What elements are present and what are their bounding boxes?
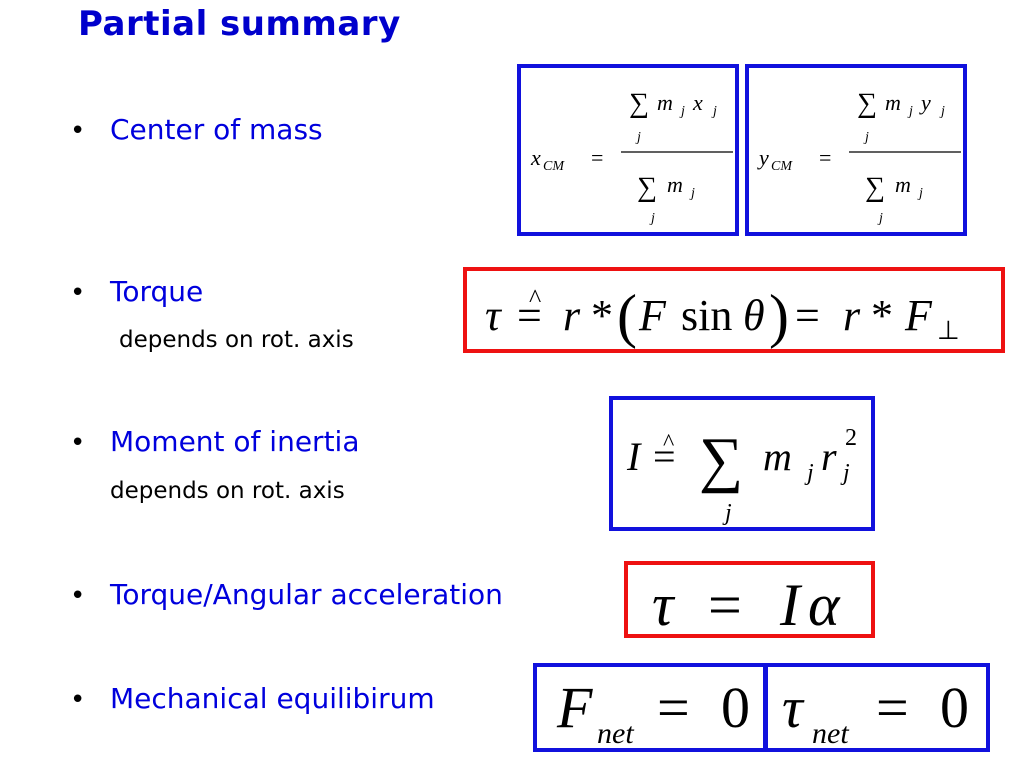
bullet-dot: •	[70, 685, 86, 715]
sub-j: j	[840, 460, 850, 486]
bullet-dot: •	[70, 116, 86, 146]
formula-inertia: I = ^ ∑ m j r j 2 j	[626, 425, 857, 526]
sum-symbol: ∑	[857, 88, 877, 119]
bullet-mechanical-equilibrium: • Mechanical equilibirum	[70, 682, 435, 715]
formula-ycm: ∑ m j y j j y CM = ∑ m j j	[757, 88, 961, 226]
var-r: r	[821, 434, 837, 479]
var-f: F	[904, 291, 933, 340]
sum-symbol: ∑	[865, 172, 885, 203]
theta-symbol: θ	[743, 291, 765, 340]
var-m: m	[667, 172, 683, 197]
var-m: m	[763, 434, 792, 479]
sum-index: j	[877, 211, 883, 226]
var-r: r	[843, 291, 861, 340]
bullet-label: Torque	[110, 275, 204, 308]
lhs-sub: CM	[543, 159, 565, 174]
formula-box-fnet: F net = 0	[533, 663, 767, 752]
formula-fnet: F net = 0	[556, 675, 750, 750]
bullet-torque-angular-acceleration: • Torque/Angular acceleration	[70, 578, 503, 611]
var-i: I	[779, 572, 803, 638]
equals-sign: =	[819, 145, 831, 170]
formula-tau-i-alpha: τ = I α	[652, 572, 841, 638]
tau-symbol: τ	[782, 675, 805, 740]
def-equals: =	[517, 291, 542, 340]
sin-func: sin	[681, 291, 732, 340]
sub-net: net	[597, 717, 634, 750]
var-y: y	[919, 90, 931, 115]
sub-j: j	[679, 104, 685, 119]
tau-symbol: τ	[652, 572, 676, 638]
bullet-label: Center of mass	[110, 113, 323, 146]
alpha-symbol: α	[808, 572, 841, 638]
hat-symbol: ^	[663, 430, 674, 456]
sum-index: j	[635, 130, 641, 145]
equals-sign: =	[708, 572, 742, 638]
var-m: m	[885, 90, 901, 115]
equals-sign: =	[657, 675, 690, 740]
formula-box-inertia: I = ^ ∑ m j r j 2 j	[609, 396, 875, 531]
times-star: *	[871, 291, 893, 340]
equals-sign: =	[876, 675, 909, 740]
var-m: m	[657, 90, 673, 115]
bullet-dot: •	[70, 278, 86, 308]
zero: 0	[940, 675, 969, 740]
perp-symbol: ⊥	[937, 316, 960, 345]
sum-index: j	[722, 500, 732, 526]
formula-xcm: ∑ m j x j j x CM = ∑ m j j	[530, 88, 733, 226]
tau-symbol: τ	[485, 291, 503, 340]
equals-sign: =	[591, 145, 603, 170]
bullet-dot: •	[70, 428, 86, 458]
var-r: r	[563, 291, 581, 340]
sum-symbol: ∑	[699, 426, 743, 494]
lhs-y: y	[757, 145, 769, 170]
sub-j: j	[917, 186, 923, 201]
formula-torque: τ = ^ r * ( F sin θ ) = r * F ⊥	[485, 283, 960, 349]
sub-j: j	[939, 104, 945, 119]
var-f: F	[638, 291, 667, 340]
var-f: F	[556, 675, 593, 740]
times-star: *	[591, 291, 613, 340]
sub-net: net	[812, 717, 849, 750]
sum-index: j	[863, 130, 869, 145]
var-x: x	[692, 90, 703, 115]
lhs-x: x	[530, 145, 541, 170]
zero: 0	[721, 675, 750, 740]
sum-index: j	[649, 211, 655, 226]
bullet-label: Torque/Angular acceleration	[110, 578, 503, 611]
inertia-note: depends on rot. axis	[110, 478, 345, 504]
formula-box-xcm: ∑ m j x j j x CM = ∑ m j j	[517, 64, 739, 236]
bullet-center-of-mass: • Center of mass	[70, 113, 323, 146]
sum-symbol: ∑	[629, 88, 649, 119]
page-title: Partial summary	[78, 4, 401, 44]
formula-taunet: τ net = 0	[782, 675, 969, 750]
bullet-label: Mechanical equilibirum	[110, 682, 435, 715]
def-equals: =	[653, 434, 676, 479]
sub-j: j	[711, 104, 717, 119]
sub-j: j	[689, 186, 695, 201]
sub-j: j	[907, 104, 913, 119]
formula-box-torque: τ = ^ r * ( F sin θ ) = r * F ⊥	[463, 267, 1005, 353]
formula-box-taunet: τ net = 0	[764, 663, 990, 752]
var-i: I	[626, 434, 642, 479]
sub-j: j	[804, 460, 814, 486]
paren-right: )	[769, 283, 789, 349]
equals-sign: =	[795, 291, 820, 340]
paren-left: (	[617, 283, 637, 349]
bullet-dot: •	[70, 581, 86, 611]
hat-symbol: ^	[529, 284, 541, 313]
exponent-2: 2	[845, 425, 857, 451]
bullet-label: Moment of inertia	[110, 425, 360, 458]
bullet-torque: • Torque	[70, 275, 203, 308]
formula-box-ycm: ∑ m j y j j y CM = ∑ m j j	[745, 64, 967, 236]
torque-note: depends on rot. axis	[119, 327, 354, 353]
formula-box-newton-rotation: τ = I α	[624, 561, 875, 638]
var-m: m	[895, 172, 911, 197]
bullet-moment-of-inertia: • Moment of inertia	[70, 425, 359, 458]
sum-symbol: ∑	[637, 172, 657, 203]
lhs-sub: CM	[771, 159, 793, 174]
